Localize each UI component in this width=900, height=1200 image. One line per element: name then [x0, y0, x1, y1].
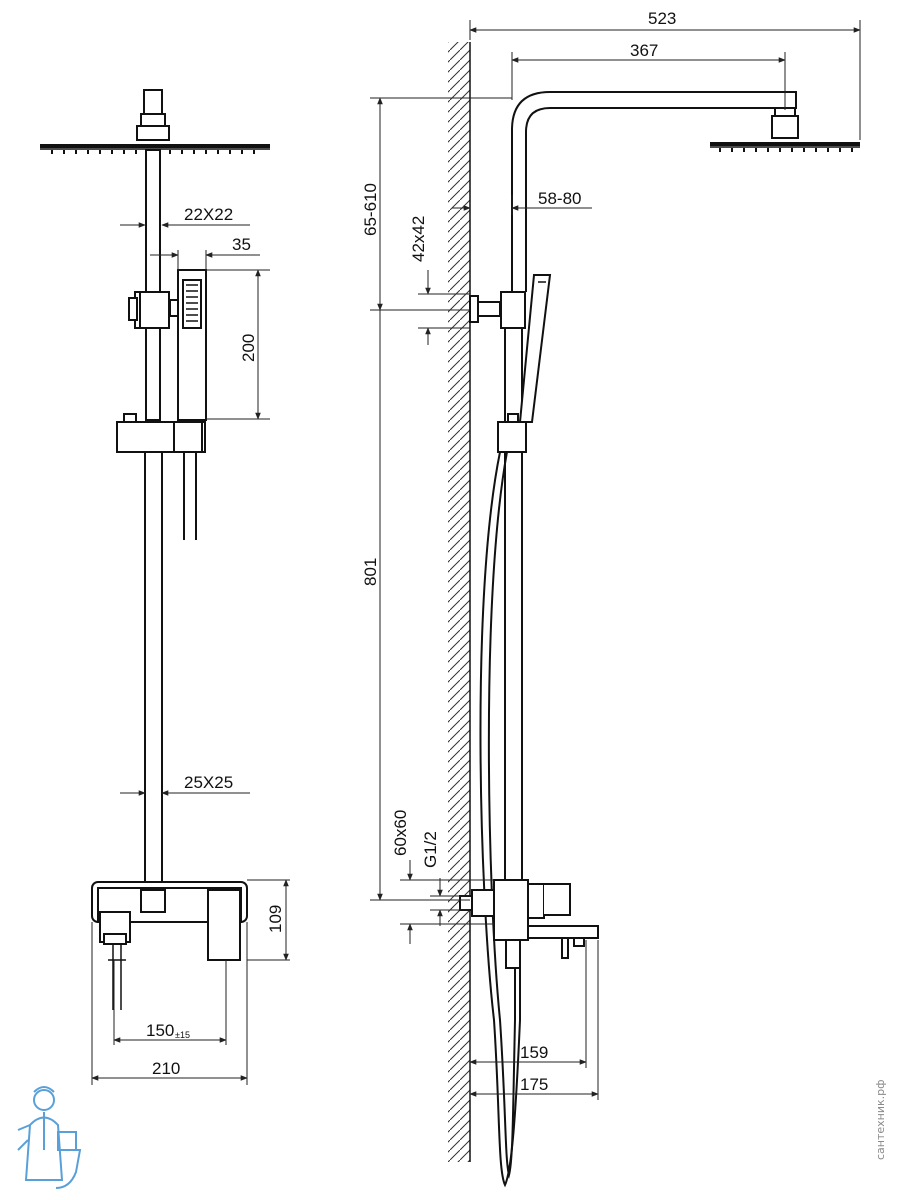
side-wall-bracket: [500, 291, 526, 329]
label-65-610: 65-610: [361, 183, 380, 236]
label-g1-2: G1/2: [421, 831, 440, 868]
label-109: 109: [266, 905, 285, 933]
label-200: 200: [239, 334, 258, 362]
label-22x22: 22X22: [184, 205, 233, 224]
label-35: 35: [232, 235, 251, 254]
label-367: 367: [630, 41, 658, 60]
side-shower-arm: [511, 91, 797, 292]
side-hand-shower: [518, 274, 552, 423]
label-150-tolerance: ±15: [175, 1030, 190, 1040]
side-mixer: [459, 879, 599, 969]
label-42x42: 42x42: [409, 216, 428, 262]
label-801: 801: [361, 558, 380, 586]
label-523: 523: [648, 9, 676, 28]
front-upper-pipe: [145, 149, 161, 421]
label-60x60: 60x60: [391, 810, 410, 856]
wall-hatch: [448, 42, 470, 1162]
side-slider: [497, 421, 527, 453]
side-shower-head: [710, 142, 860, 152]
front-shower-head: [40, 89, 270, 154]
front-lower-pipe: [144, 451, 163, 891]
site-watermark: сантехник.рф: [874, 1079, 887, 1160]
label-210: 210: [152, 1059, 180, 1078]
label-159: 159: [520, 1043, 548, 1062]
label-25x25: 25X25: [184, 773, 233, 792]
front-mixer: [91, 881, 248, 1010]
label-58-80: 58-80: [538, 189, 581, 208]
front-hand-shower: [169, 269, 207, 421]
side-view: [459, 91, 860, 1188]
plumber-mascot-logo: [17, 1086, 82, 1189]
label-175: 175: [520, 1075, 548, 1094]
side-bar: [504, 327, 523, 881]
label-150: 150: [146, 1021, 174, 1040]
front-view: [40, 89, 270, 1010]
front-hose: [183, 452, 197, 540]
